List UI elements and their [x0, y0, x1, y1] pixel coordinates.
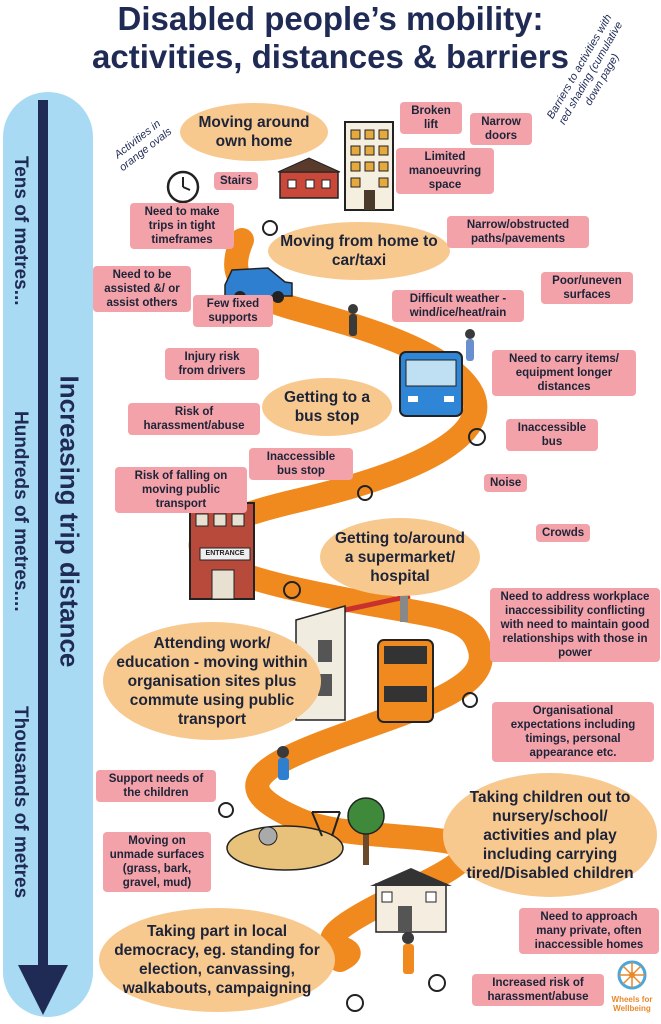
title-line-2: activities, distances & barriers [92, 38, 569, 75]
barrier-text: Need to carry items/ equipment longer di… [492, 350, 636, 396]
barrier-text: Broken lift [400, 102, 462, 134]
wheels-for-wellbeing-logo: Wheels for Wellbeing [605, 960, 659, 1020]
terraced-houses [277, 157, 341, 199]
double-decker-bus [377, 639, 434, 723]
barrier-text: Injury risk from drivers [165, 348, 259, 380]
logo-text: Wheels for Wellbeing [611, 995, 653, 1013]
barrier-text: Stairs [214, 172, 258, 190]
house [370, 868, 452, 933]
activity-home-to-car: Moving from home to car/taxi [268, 222, 450, 280]
activity-bus-stop: Getting to a bus stop [262, 378, 392, 436]
barrier-text: Support needs of the children [96, 770, 216, 802]
barrier-text: Risk of falling on moving public transpo… [115, 467, 247, 513]
barrier-organisational: Organisational expectations including ti… [492, 702, 654, 763]
entrance-sign: ENTRANCE [205, 550, 245, 557]
scale-arrow-shaft [38, 100, 48, 980]
barrier-text: Few fixed supports [193, 295, 273, 327]
activity-supermarket: Getting to/around a supermarket/ hospita… [320, 518, 480, 596]
barrier-assisted: Need to be assisted &/ or assist others [93, 266, 191, 313]
activity-children-text: Taking children out to nursery/school/ a… [466, 788, 634, 882]
barrier-text: Noise [484, 474, 528, 492]
barrier-text: Poor/uneven surfaces [541, 272, 633, 304]
barrier-inaccessible-bus-stop: Inaccessible bus stop [249, 448, 353, 481]
scale-thousands-label: Thousands of metres [10, 706, 31, 899]
bus-illustration [399, 351, 463, 417]
barrier-inaccessible-bus: Inaccessible bus [506, 419, 598, 452]
wheelchair-user-figures [218, 220, 486, 1012]
barrier-narrow-paths: Narrow/obstructed paths/pavements [447, 216, 589, 249]
barrier-private-homes: Need to approach many private, often ina… [519, 908, 659, 955]
barrier-manoeuvring-space: Limited manoeuvring space [396, 148, 494, 195]
barrier-carry-items: Need to carry items/ equipment longer di… [492, 350, 636, 397]
barrier-increased-harassment: Increased risk of harassment/abuse [472, 974, 604, 1007]
scale-main-label: Increasing trip distance [54, 375, 85, 668]
wheel-icon [617, 960, 647, 990]
tree [347, 797, 385, 865]
activity-local-democracy: Taking part in local democracy, eg. stan… [99, 908, 335, 1012]
barrier-text: Difficult weather - wind/ice/heat/rain [392, 290, 524, 322]
barrier-text: Need to approach many private, often ina… [519, 908, 659, 954]
activity-home-to-car-text: Moving from home to car/taxi [280, 233, 438, 269]
barrier-text: Moving on unmade surfaces (grass, bark, … [103, 832, 211, 892]
barrier-weather: Difficult weather - wind/ice/heat/rain [392, 290, 524, 323]
barrier-falling-transport: Risk of falling on moving public transpo… [115, 467, 247, 514]
barrier-text: Inaccessible bus stop [249, 448, 353, 480]
barrier-text: Narrow doors [470, 113, 532, 145]
barrier-injury-drivers: Injury risk from drivers [165, 348, 259, 381]
barrier-text: Increased risk of harassment/abuse [472, 974, 604, 1006]
activity-work-education-text: Attending work/ education - moving withi… [116, 634, 308, 728]
activity-bus-stop-text: Getting to a bus stop [283, 389, 371, 425]
playground [226, 811, 344, 871]
barrier-stairs: Stairs [214, 172, 258, 191]
activity-work-education: Attending work/ education - moving withi… [103, 622, 321, 740]
barrier-noise: Noise [484, 474, 528, 493]
barrier-broken-lift: Broken lift [400, 102, 462, 135]
barrier-text: Crowds [536, 524, 591, 542]
activity-children: Taking children out to nursery/school/ a… [443, 773, 657, 897]
clock-icon [166, 170, 200, 204]
activity-local-democracy-text: Taking part in local democracy, eg. stan… [114, 923, 320, 997]
barrier-harassment: Risk of harassment/abuse [128, 403, 260, 436]
barrier-unmade-surfaces: Moving on unmade surfaces (grass, bark, … [103, 832, 211, 893]
barrier-uneven-surfaces: Poor/uneven surfaces [541, 272, 633, 305]
barrier-narrow-doors: Narrow doors [470, 113, 532, 146]
apartment-building [344, 121, 394, 211]
barrier-tight-timeframes: Need to make trips in tight timeframes [130, 203, 234, 250]
barrier-fixed-supports: Few fixed supports [193, 295, 273, 328]
barrier-text: Need to be assisted &/ or assist others [93, 266, 191, 312]
activity-own-home: Moving around own home [180, 103, 328, 161]
barrier-text: Need to make trips in tight timeframes [130, 203, 234, 249]
activities-note-text: Activities in orange ovals [112, 117, 175, 174]
title-line-1: Disabled people’s mobility: [117, 0, 544, 37]
activity-own-home-text: Moving around own home [198, 114, 310, 150]
page-title: Disabled people’s mobility: activities, … [0, 0, 661, 76]
activity-supermarket-text: Getting to/around a supermarket/ hospita… [334, 529, 465, 585]
activities-note: Activities in orange ovals [102, 110, 181, 180]
barrier-text: Limited manoeuvring space [396, 148, 494, 194]
scale-tens-label: Tens of metres... [10, 156, 31, 306]
scale-hundreds-label: Hundreds of metres.... [10, 411, 31, 612]
barrier-children-support: Support needs of the children [96, 770, 216, 803]
barrier-text: Inaccessible bus [506, 419, 598, 451]
barrier-text: Narrow/obstructed paths/pavements [447, 216, 589, 248]
barrier-text: Risk of harassment/abuse [128, 403, 260, 435]
barrier-text: Organisational expectations including ti… [492, 702, 654, 762]
barrier-gate [344, 593, 411, 622]
barrier-crowds: Crowds [536, 524, 591, 543]
barrier-text: Need to address workplace inaccessibilit… [490, 588, 660, 662]
barrier-workplace: Need to address workplace inaccessibilit… [490, 588, 660, 663]
